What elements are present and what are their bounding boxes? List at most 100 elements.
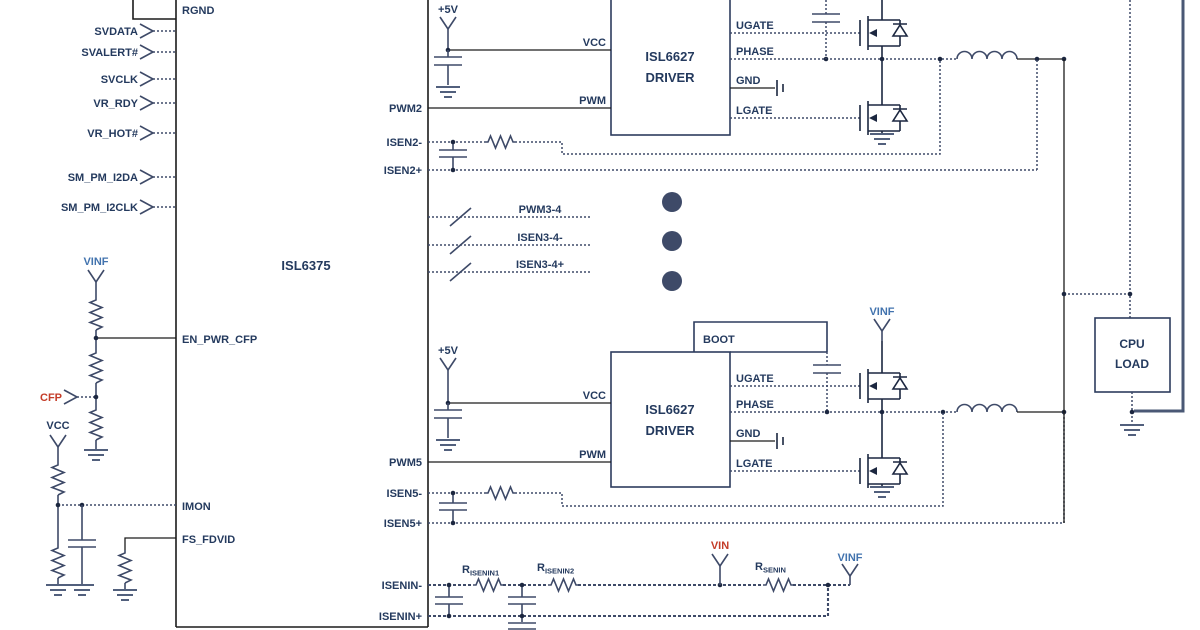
top-left-cut-component [132, 0, 176, 20]
driver2-pin-boot: BOOT [703, 334, 735, 346]
driver1-pin-vcc: VCC [583, 37, 606, 49]
driver1-pin-ugate: UGATE [736, 20, 774, 32]
input-label: SM_PM_I2DA [68, 172, 138, 184]
pin-label-fs-fdvid: FS_FDVID [182, 534, 235, 546]
p5v-supply-icon [439, 357, 457, 371]
risenin1-resistor [472, 578, 504, 592]
low-side-mosfet [859, 100, 908, 136]
cpu-load-label-line2: LOAD [1115, 357, 1149, 371]
fs-fdvid-network [112, 537, 176, 601]
phase2-inductor [956, 403, 1018, 413]
pin-label-imon: IMON [182, 501, 211, 513]
driver2-part-number: ISL6627 [645, 402, 694, 417]
ground-icon [1119, 424, 1145, 436]
vinf-supply-icon [873, 318, 891, 332]
pin-label-isen5-plus: ISEN5+ [384, 518, 422, 530]
driver1-part-number: ISL6627 [645, 49, 694, 64]
p5v-label: +5V [438, 345, 459, 357]
isen5-resistor [484, 486, 516, 500]
vcc-label: VCC [46, 420, 69, 432]
driver2-pin-vcc: VCC [583, 390, 606, 402]
phase1-inductor [956, 50, 1018, 60]
input-pin-icon [139, 23, 154, 39]
boot-capacitor [812, 13, 840, 23]
isen2-resistor [484, 135, 516, 149]
input-pin-icon [139, 199, 154, 215]
driver2-pin-phase: PHASE [736, 399, 774, 411]
driver1-pin-lgate: LGATE [736, 105, 772, 117]
rsenin-resistor [762, 578, 794, 592]
resistor [118, 549, 132, 584]
bus-label-pwm34: PWM3-4 [519, 204, 563, 216]
pin-label-pwm5: PWM5 [389, 457, 422, 469]
ground-icon [869, 486, 895, 498]
vin-supply-icon [711, 553, 729, 567]
cpu-load-label-line1: CPU [1119, 337, 1144, 351]
isenin-cap1 [435, 585, 463, 616]
driver-gnd-return-icon [776, 79, 784, 97]
bus-slash-marks [449, 207, 472, 282]
isenin-plus-wire [428, 585, 830, 618]
input-svclk: SVCLK [101, 71, 176, 87]
rail-c-thick [1134, 0, 1185, 413]
ground-icon [435, 439, 461, 451]
repeated-phases-ellipsis-icon [662, 192, 682, 291]
capacitor [68, 505, 96, 584]
driver1-pin-pwm: PWM [579, 95, 606, 107]
cfp-label: CFP [40, 392, 62, 404]
p5v-supply-icon [439, 16, 457, 30]
pin-label-isen5-minus: ISEN5- [387, 488, 423, 500]
cpu-load-block [1094, 317, 1171, 393]
input-svdata: SVDATA [94, 23, 176, 39]
driver2-pin-ugate: UGATE [736, 373, 774, 385]
risenin2-resistor [547, 578, 579, 592]
boot-capacitor [813, 364, 841, 374]
isen5-minus-route [515, 412, 944, 507]
input-sm-pm-i2da: SM_PM_I2DA [68, 169, 176, 185]
resistor [89, 406, 103, 441]
high-side-mosfet [859, 15, 908, 51]
resistor [51, 544, 65, 579]
input-label: SVCLK [101, 74, 138, 86]
resistor [89, 296, 103, 331]
isen2-minus-route [515, 59, 941, 155]
vinf-supply-icon [87, 269, 105, 283]
pin-label-isen2-plus: ISEN2+ [384, 165, 422, 177]
driver2-pin-gnd: GND [736, 428, 761, 440]
risenin2-label: RISENIN2 [537, 562, 574, 576]
isl6627-driver1-block [610, 0, 731, 136]
input-label: SM_PM_I2CLK [61, 202, 138, 214]
input-label: SVDATA [94, 26, 138, 38]
boot-pin-box [693, 321, 828, 353]
output-rails [1061, 0, 1185, 523]
capacitor [434, 403, 462, 438]
resistor [51, 461, 65, 496]
ic-part-number: ISL6375 [281, 258, 330, 273]
pin-label-isenin-minus: ISENIN- [382, 580, 423, 592]
ground-icon [69, 584, 95, 596]
isenin-cap2 [508, 585, 536, 616]
high-side-mosfet [859, 368, 908, 404]
phase34-bus: PWM3-4 ISEN3-4- ISEN3-4+ [428, 204, 590, 282]
en-pwr-cfp-divider: VINF CFP [40, 256, 176, 461]
input-label: VR_HOT# [87, 128, 138, 140]
isen2-plus-route [428, 59, 1038, 171]
ground-icon [83, 449, 109, 461]
input-label: SVALERT# [81, 47, 138, 59]
input-sm-pm-i2clk: SM_PM_I2CLK [61, 199, 176, 215]
risenin1-label: RISENIN1 [462, 564, 499, 578]
imon-network: VCC [45, 420, 176, 596]
ground-icon [45, 584, 71, 596]
cpu-load: CPU LOAD [1094, 317, 1171, 436]
serial-vid-inputs: SVDATA SVALERT# SVCLK VR_RDY VR_HOT# SM_… [61, 23, 176, 215]
bus-label-isen34-plus: ISEN3-4+ [516, 259, 564, 271]
cfp-input-icon [63, 389, 78, 405]
driver1-pin-phase: PHASE [736, 46, 774, 58]
pin-label-en-pwr-cfp: EN_PWR_CFP [182, 334, 257, 346]
ground-icon [435, 86, 461, 98]
input-pin-icon [139, 44, 154, 60]
pin-label-rgnd: RGND [182, 5, 214, 17]
driver2-pin-lgate: LGATE [736, 458, 772, 470]
